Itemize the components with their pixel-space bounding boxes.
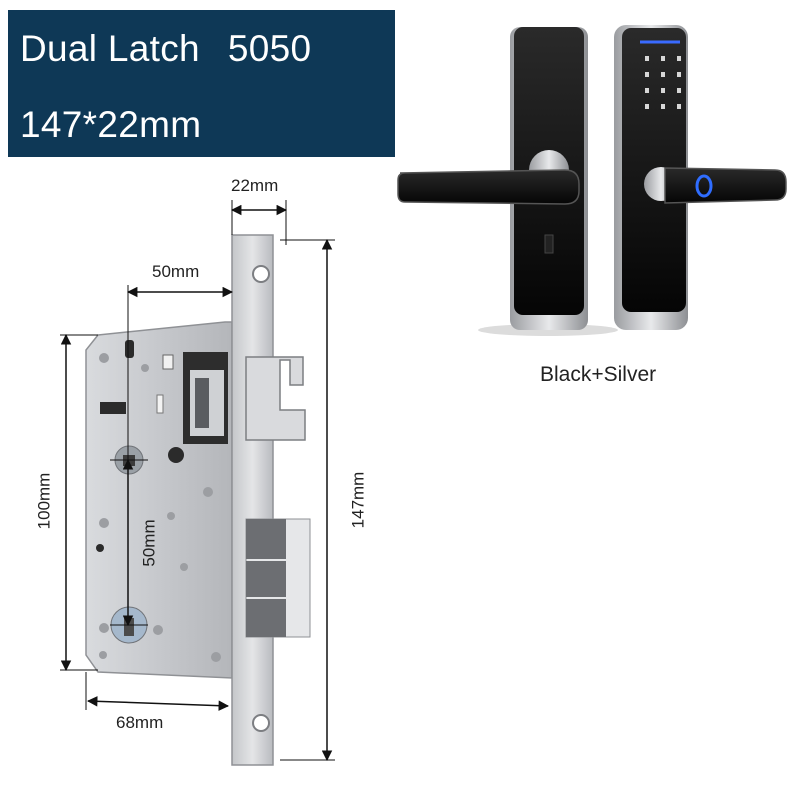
title-banner: Dual Latch 5050 147*22mm (8, 10, 395, 157)
deadbolt-segment (246, 561, 286, 597)
hole-icon (168, 447, 184, 463)
rivet-icon (167, 512, 175, 520)
dimension-lines (60, 200, 335, 762)
deadbolt-segment (246, 519, 286, 559)
dimension-faceplate-height: 147mm (348, 471, 368, 529)
deadbolt-segment (246, 599, 286, 637)
rivet-icon (211, 652, 221, 662)
dimension-faceplate-width: 22mm (231, 176, 279, 195)
fingerprint-sensor-icon (695, 174, 713, 198)
lever-handle (664, 167, 787, 204)
title-line: Dual Latch 5050 (20, 28, 311, 70)
rivet-icon (180, 563, 188, 571)
dimension-backset: 50mm (152, 262, 200, 281)
screw-hole-icon (252, 714, 270, 732)
rivet-icon (153, 625, 163, 635)
color-caption: Black+Silver (540, 363, 657, 386)
dimension-body-height: 100mm (34, 472, 54, 530)
rivet-icon (99, 623, 109, 633)
smart-lock-side (614, 25, 787, 330)
model-number: 5050 (227, 28, 312, 69)
slot-icon (162, 354, 174, 370)
rivet-icon (203, 487, 213, 497)
dimension-center-distance: 50mm (139, 519, 159, 567)
latch-bolt (245, 356, 306, 441)
faceplate (231, 234, 311, 766)
screw-hole-icon (252, 265, 270, 283)
size-label: 147*22mm (20, 104, 202, 145)
cylinder-cam-icon (124, 618, 134, 636)
product-name: Dual Latch (20, 28, 200, 69)
keyhole-icon (544, 234, 554, 254)
slot-icon (100, 402, 126, 414)
rivet-icon (141, 364, 149, 372)
rivet-icon (99, 651, 107, 659)
slot-icon (125, 340, 134, 358)
rivet-icon (99, 353, 109, 363)
rivet-icon (99, 518, 109, 528)
lock-case (85, 321, 233, 679)
spring-icon (195, 378, 209, 428)
lever-handle (397, 169, 580, 205)
hole-icon (96, 544, 104, 552)
keypad-icon (645, 56, 681, 109)
dimension-body-width: 68mm (116, 713, 164, 732)
smart-lock-front (397, 27, 618, 336)
slot-icon (156, 394, 164, 414)
